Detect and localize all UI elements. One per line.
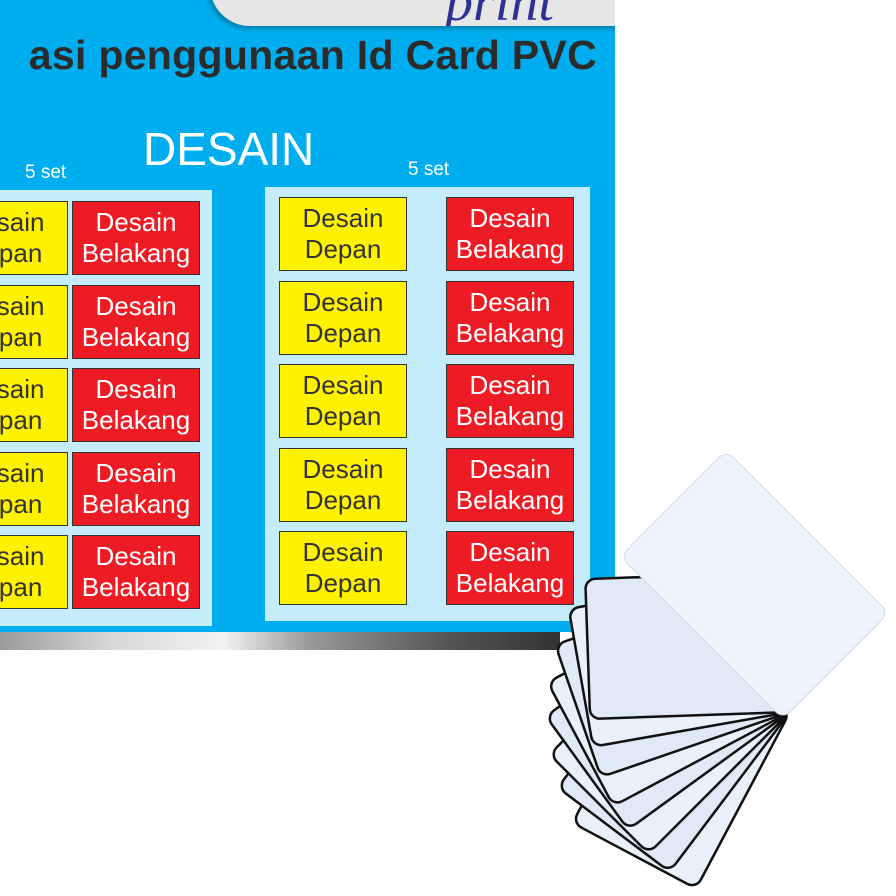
card-label: Belakang [455,234,565,264]
card-label: Desain [0,290,45,321]
card-label: Depan [0,572,43,602]
pvc-card-top [623,454,886,716]
card-label: Desain [469,286,551,317]
card-label: Desain [302,370,384,400]
card-label: Desain [0,457,45,488]
card-label: Desain [95,374,177,404]
card-label: Depan [304,234,382,264]
card-label: Desain [302,453,384,484]
card-label: Desain [302,286,384,317]
card-label: Depan [0,405,43,435]
set-label: 5 set [25,162,67,183]
card-label: Desain [469,370,551,400]
card-label: Desain [302,203,384,233]
metal-bar [0,632,560,650]
card-label: Belakang [81,405,191,435]
card-label: Desain [469,453,551,484]
card-label: Belakang [455,401,565,431]
card-label: Desain [469,537,551,567]
card-label: Depan [0,321,43,352]
card-label: Depan [304,568,382,598]
logo-text: print [445,0,554,26]
card-label: Depan [304,484,382,515]
set-label: 5 set [408,159,450,180]
card-label: Belakang [81,321,191,352]
card-label: Desain [95,207,177,237]
card-label: Depan [0,238,43,268]
card-label: Depan [304,317,382,348]
page-title: asi penggunaan Id Card PVC [28,32,597,78]
card-label: Desain [0,541,45,571]
card-label: Belakang [455,568,565,598]
brand-logo: print [210,0,615,26]
card-label: Belakang [81,238,191,268]
card-label: Belakang [455,484,565,515]
card-label: Desain [95,541,177,571]
card-label: Desain [302,537,384,567]
card-label: Depan [304,401,382,431]
card-label: Depan [0,488,43,519]
card-label: Desain [95,290,177,321]
card-label: Belakang [81,572,191,602]
card-label: Belakang [81,488,191,519]
card-label: Desain [469,203,551,233]
card-label: Desain [0,207,45,237]
info-board: print asi penggunaan Id Card PVC DESAIN … [0,0,615,632]
card-label: Belakang [455,317,565,348]
card-label: Desain [95,457,177,488]
section-label: DESAIN [143,123,315,175]
card-label: Desain [0,374,45,404]
